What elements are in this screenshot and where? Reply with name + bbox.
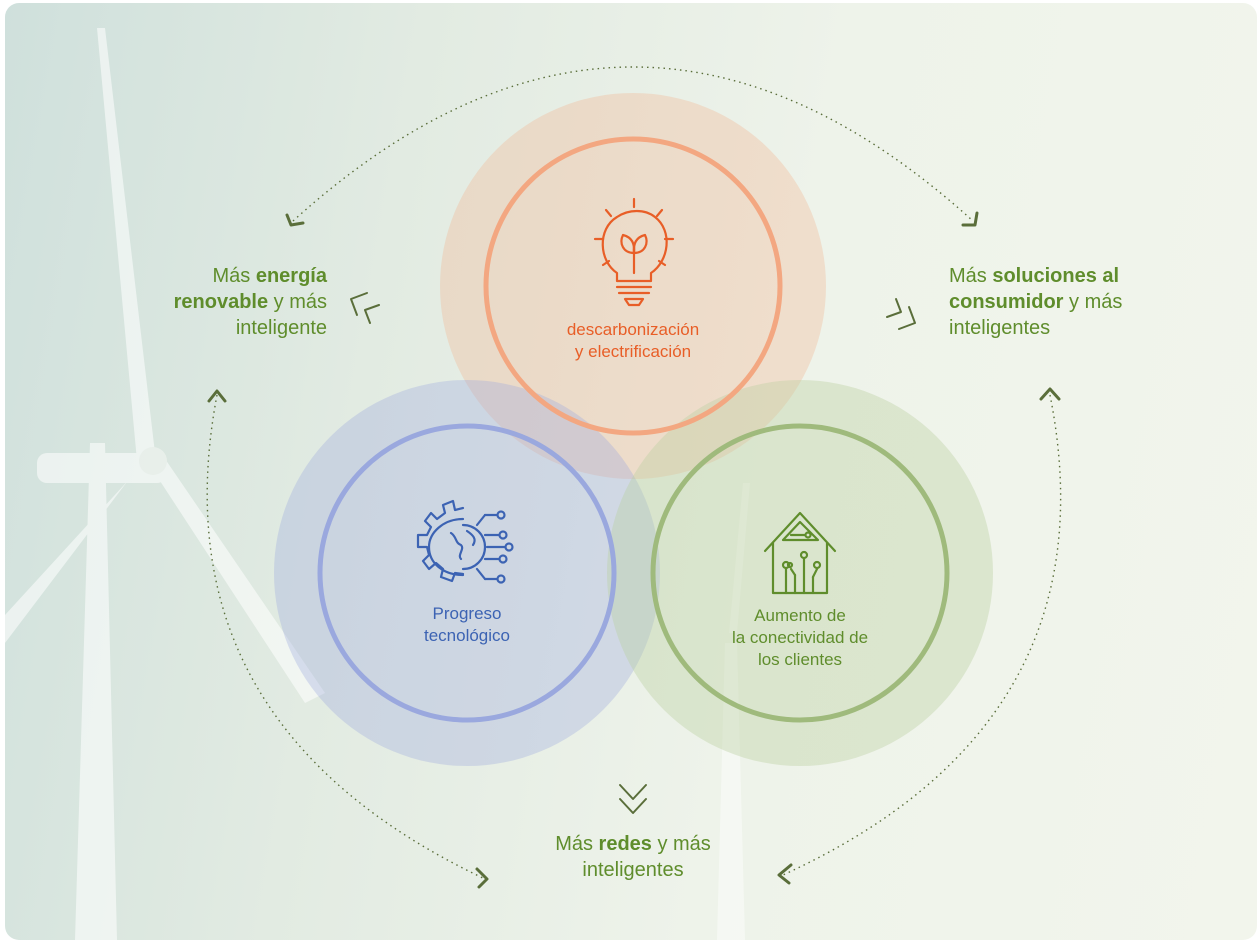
- chevron-left-outer: [350, 292, 368, 316]
- chevron-left-inner: [364, 304, 380, 324]
- arrow-right-up: [1039, 387, 1061, 401]
- gear-globe-circuit-icon: [416, 499, 514, 584]
- smart-house-circuit-icon: [763, 511, 837, 595]
- arrow-bottom-left: [475, 867, 489, 889]
- ring-connectivity: [650, 423, 950, 723]
- ring-technology: [317, 423, 617, 723]
- wind-turbine-background: [5, 28, 750, 940]
- outcome-renewable-energy: Más energía renovable y más inteligente: [173, 265, 327, 339]
- arrow-left-up: [207, 389, 227, 403]
- infographic: descarbonización y electrificación Progr…: [5, 3, 1257, 940]
- chevron-down-1: [619, 784, 647, 800]
- outcome-grids: Más redes y más inteligentes: [555, 833, 711, 881]
- outcome-consumer-solutions: Más soluciones al consumidor y más intel…: [949, 265, 1123, 339]
- label-decarbonization: descarbonización y electrificación: [566, 320, 700, 361]
- venn-rings: [317, 136, 950, 723]
- arc-right: [782, 394, 1062, 876]
- diagram-canvas: [5, 28, 1062, 940]
- chevron-down-2: [619, 798, 647, 814]
- arrow-top-left: [285, 213, 305, 227]
- lightbulb-leaf-icon: [593, 197, 675, 307]
- label-technology: Progreso tecnológico: [423, 604, 510, 645]
- arc-left: [206, 394, 486, 880]
- arrowheads: [207, 211, 1061, 889]
- arrow-top-right: [961, 211, 979, 227]
- ring-decarbonization: [483, 136, 783, 436]
- label-connectivity: Aumento de la conectividad de los client…: [731, 606, 869, 669]
- arrow-bottom-right: [777, 863, 793, 885]
- connector-arcs: [206, 66, 1062, 880]
- chevron-right-outer: [898, 306, 916, 330]
- chevron-right-inner: [886, 298, 902, 318]
